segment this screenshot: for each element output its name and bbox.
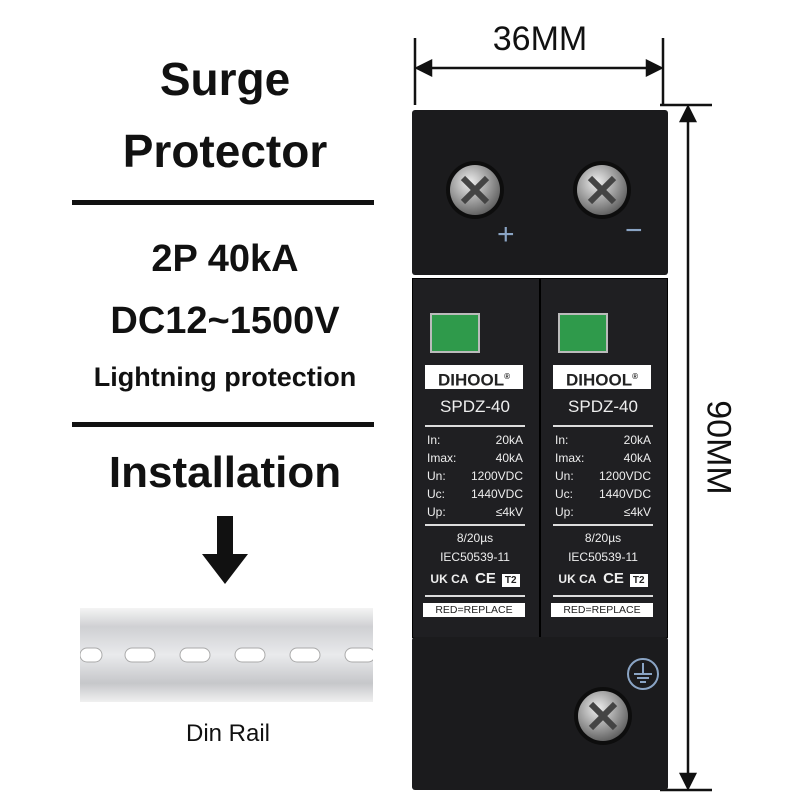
spec-lightning: Lightning protection xyxy=(93,362,357,392)
arrow-down-icon xyxy=(202,516,248,584)
module-left: DIHOOL® SPDZ-40 In:20kA Imax:40kA Un:120… xyxy=(412,278,540,638)
title-surge: Surge xyxy=(159,53,291,105)
divider xyxy=(72,422,374,427)
spec-row: Un:1200VDC xyxy=(427,469,523,483)
din-rail-image xyxy=(79,608,376,702)
bottom-terminal-block xyxy=(412,637,668,790)
minus-symbol: − xyxy=(625,214,643,247)
spec-row: Imax:40kA xyxy=(555,451,651,465)
title-protector: Protector xyxy=(122,125,328,177)
standard: IEC50539-11 xyxy=(568,550,638,564)
ground-icon xyxy=(627,658,659,690)
status-indicator xyxy=(430,313,480,353)
height-dimension: 90MM xyxy=(699,400,738,495)
spec-row: Up:≤4kV xyxy=(427,505,523,519)
divider xyxy=(425,425,525,427)
rail-slots xyxy=(79,647,376,663)
screw-ground xyxy=(578,691,628,741)
replace-label: RED=REPLACE xyxy=(551,603,653,617)
installation-heading: Installation xyxy=(108,448,342,497)
divider xyxy=(553,595,653,597)
spec-row: Uc:1440VDC xyxy=(555,487,651,501)
spec-row: In:20kA xyxy=(555,433,651,447)
width-dimension: 36MM xyxy=(492,20,588,58)
divider xyxy=(553,425,653,427)
brand-logo: DIHOOL® xyxy=(425,365,523,390)
spec-row: Uc:1440VDC xyxy=(427,487,523,501)
spec-row: Un:1200VDC xyxy=(555,469,651,483)
screw-minus xyxy=(577,165,627,215)
divider xyxy=(553,524,653,526)
waveform: 8/20µs xyxy=(584,531,622,545)
din-rail-label: Din Rail xyxy=(185,720,271,747)
plus-symbol: + xyxy=(497,218,515,251)
status-indicator xyxy=(558,313,608,353)
brand-logo: DIHOOL® xyxy=(553,365,651,390)
divider xyxy=(425,524,525,526)
module-right: DIHOOL® SPDZ-40 In:20kA Imax:40kA Un:120… xyxy=(540,278,668,638)
model-label: SPDZ-40 xyxy=(440,397,510,416)
replace-label: RED=REPLACE xyxy=(423,603,525,617)
spec-row: Up:≤4kV xyxy=(555,505,651,519)
spec-voltage: DC12~1500V xyxy=(110,300,340,342)
divider xyxy=(425,595,525,597)
screw-plus xyxy=(450,165,500,215)
spec-row: In:20kA xyxy=(427,433,523,447)
spec-poles: 2P 40kA xyxy=(151,238,299,280)
top-terminal-block: + − xyxy=(412,110,668,275)
spec-row: Imax:40kA xyxy=(427,451,523,465)
divider xyxy=(72,200,374,205)
standard: IEC50539-11 xyxy=(440,550,510,564)
waveform: 8/20µs xyxy=(456,531,494,545)
model-label: SPDZ-40 xyxy=(568,397,638,416)
